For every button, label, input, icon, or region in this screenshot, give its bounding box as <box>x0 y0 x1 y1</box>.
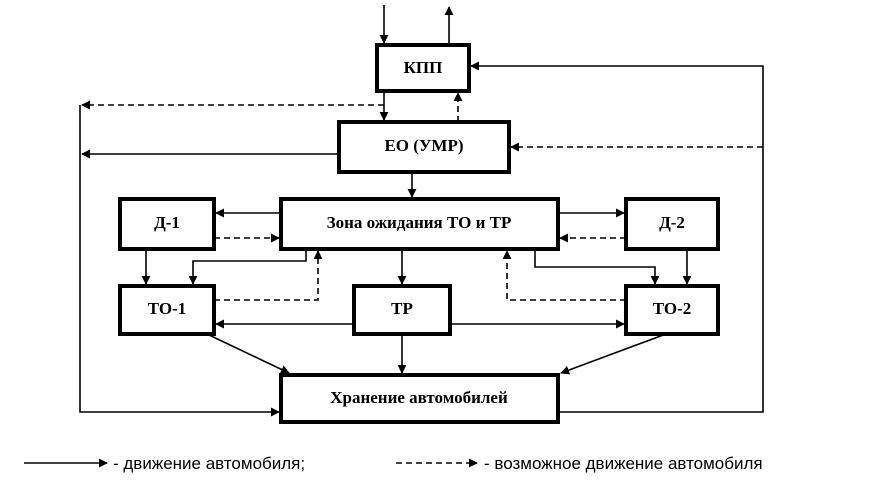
zone-label: Зона ожидания ТО и ТР <box>327 213 512 232</box>
kpp-label: КПП <box>404 58 443 77</box>
dashed-arrow-to2-zone <box>502 250 626 301</box>
arrow-storage-kpp <box>470 61 764 413</box>
arrow-zone-to2 <box>534 249 660 285</box>
legend-dashed-label: - возможное движение автомобиля <box>484 454 763 473</box>
arrow-to1-storage <box>206 333 290 374</box>
arrow-left-storage <box>79 105 280 417</box>
legend-solid-label: - движение автомобиля; <box>113 454 305 473</box>
d2-box <box>624 197 720 251</box>
to2-label: ТО-2 <box>653 299 692 318</box>
kpp-box <box>375 43 471 93</box>
storage-label: Хранение автомобилей <box>330 388 508 407</box>
storage-box <box>279 373 560 424</box>
eo-label: ЕО (УМР) <box>384 136 463 155</box>
arrow-to2-storage <box>560 333 667 375</box>
arrow-zone-to1 <box>188 249 307 285</box>
to1-box <box>118 284 216 336</box>
eo-box <box>337 120 511 174</box>
tr-label: ТР <box>391 299 413 318</box>
to2-box <box>624 284 720 336</box>
dashed-arrow-to1-zone <box>214 250 323 301</box>
zone-box <box>279 197 560 251</box>
to1-label: ТО-1 <box>148 299 187 318</box>
d1-box <box>118 197 216 251</box>
d2-label: Д-2 <box>659 213 685 232</box>
d1-label: Д-1 <box>154 213 180 232</box>
